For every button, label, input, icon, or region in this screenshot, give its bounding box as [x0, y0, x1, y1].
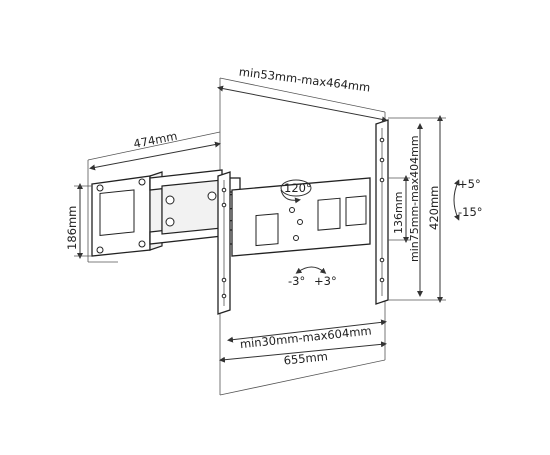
dim-inner-height-label: 136mm — [392, 192, 405, 234]
dim-inner-height: 136mm — [388, 175, 410, 243]
tv-bracket — [231, 177, 371, 257]
tilt-up-label: +5° — [458, 177, 481, 191]
dim-tv-plate-height: 420mm — [388, 115, 446, 303]
dim-top-width: min53mm-max464mm — [217, 65, 388, 123]
dim-wall-height-label: 186mm — [65, 206, 79, 250]
tv-rail-left — [217, 171, 231, 315]
swivel-angle: 120° — [280, 179, 312, 204]
rotate-right-label: +3° — [314, 274, 337, 288]
dim-vesa-vertical-label: min75mm-max404mm — [408, 135, 421, 262]
rotate-left-label: -3° — [288, 274, 305, 288]
tv-rail-right — [375, 119, 389, 305]
dim-top-width-label: min53mm-max464mm — [238, 65, 371, 95]
rotation-angle: -3° +3° — [288, 266, 337, 288]
tilt-angle: +5° -15° — [453, 177, 483, 221]
dim-wall-height: 186mm — [65, 183, 92, 259]
dim-vesa-vertical: min75mm-max404mm — [408, 123, 423, 297]
dim-tv-plate-width: 655mm — [219, 341, 387, 368]
dim-tv-plate-width-label: 655mm — [283, 349, 329, 368]
dim-vesa-horizontal: min30mm-max604mm — [227, 319, 387, 351]
tilt-down-label: -15° — [458, 205, 483, 219]
dim-tv-plate-height-label: 420mm — [427, 186, 441, 230]
swivel-angle-label: 120° — [284, 181, 312, 195]
dim-wall-width-label: 474mm — [132, 129, 178, 151]
dim-wall-width: 474mm — [89, 129, 221, 171]
